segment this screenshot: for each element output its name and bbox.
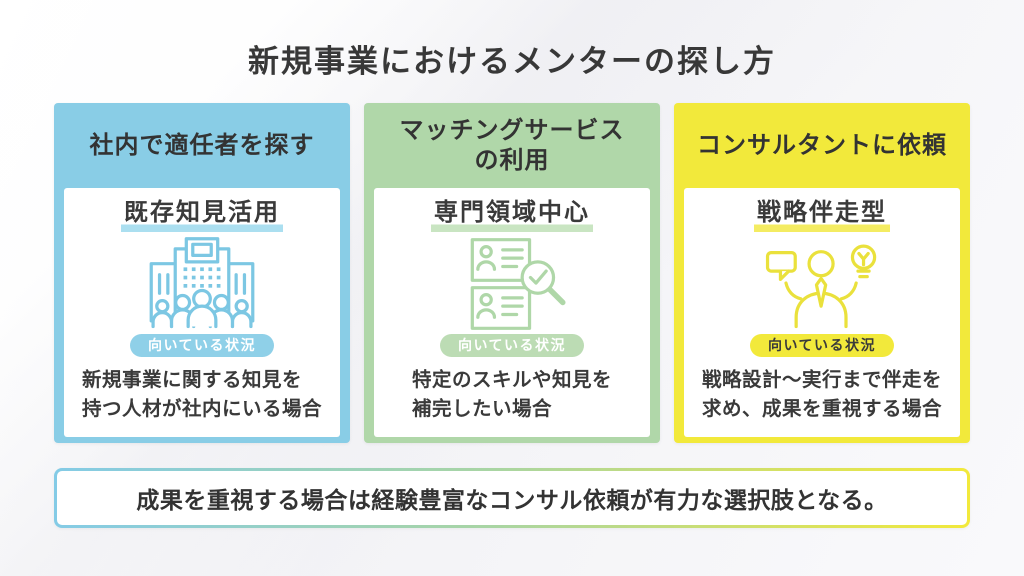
consultant-speech-lightbulb-icon — [761, 236, 883, 332]
card-description: 新規事業に関する知見を 持つ人材が社内にいる場合 — [81, 368, 322, 420]
method-columns: 社内で適任者を探す 既存知見活用 — [54, 103, 970, 443]
card-header: 社内で適任者を探す — [89, 131, 315, 159]
resume-search-magnifier-icon — [451, 236, 573, 332]
method-card-internal-search: 社内で適任者を探す 既存知見活用 — [54, 103, 350, 443]
card-body: 専門領域中心 向い — [374, 188, 650, 438]
conclusion-banner: 成果を重視する場合は経験豊富なコンサル依頼が有力な選択肢となる。 — [54, 468, 970, 528]
fit-situation-badge: 向いている状況 — [749, 333, 895, 357]
method-card-matching-service: マッチングサービス の利用 専門領域中心 — [364, 103, 660, 443]
card-header: マッチングサービス の利用 — [399, 116, 625, 174]
card-body: 既存知見活用 — [64, 188, 340, 438]
conclusion-text: 成果を重視する場合は経験豊富なコンサル依頼が有力な選択肢となる。 — [57, 471, 967, 525]
page-title: 新規事業におけるメンターの探し方 — [248, 44, 776, 79]
card-header: コンサルタントに依頼 — [697, 131, 947, 159]
fit-situation-badge: 向いている状況 — [439, 333, 585, 357]
fit-situation-badge: 向いている状況 — [129, 333, 275, 357]
office-building-with-people-icon — [141, 236, 263, 332]
card-subtitle: 戦略伴走型 — [754, 199, 890, 232]
card-subtitle: 既存知見活用 — [121, 199, 283, 232]
card-description: 戦略設計〜実行まで伴走を 求め、成果を重視する場合 — [701, 368, 942, 420]
card-body: 戦略伴走型 向いている状況 戦略設計〜実行まで伴走を 求め、成果を重視する場合 — [684, 188, 960, 438]
card-description: 特定のスキルや知見を 補完したい場合 — [411, 368, 612, 420]
card-subtitle: 専門領域中心 — [431, 199, 593, 232]
method-card-consultant: コンサルタントに依頼 戦略伴走 — [674, 103, 970, 443]
